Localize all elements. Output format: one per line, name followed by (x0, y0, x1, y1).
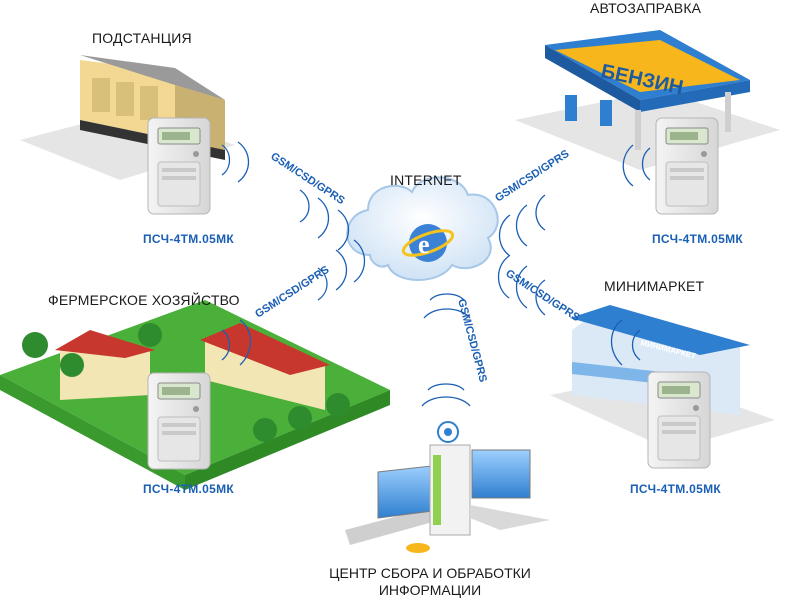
center-label-line2: ИНФОРМАЦИИ (378, 582, 482, 598)
gas-station-label: АВТОЗАПРАВКА (590, 0, 702, 16)
farm-label: ФЕРМЕРСКОЕ ХОЗЯЙСТВО (48, 292, 240, 308)
svg-text:e: e (418, 230, 430, 259)
gas-station-illustration: БЕНЗИН (515, 30, 780, 170)
substation-label: ПОДСТАНЦИЯ (92, 30, 192, 46)
central-station-illustration (345, 421, 550, 553)
internet-cloud: e (346, 176, 499, 281)
link-center-waves (421, 293, 471, 407)
center-label: ЦЕНТР СБОРА И ОБРАБОТКИ ИНФОРМАЦИИ (300, 565, 560, 599)
link-gas-station-label: GSM/CSD/GPRS (493, 148, 571, 205)
link-substation-waves (221, 141, 350, 251)
meter-model-farm: ПСЧ-4ТМ.05МК (143, 482, 235, 496)
link-farm-waves (221, 239, 366, 366)
link-minimarket-label: GSM/CSD/GPRS (503, 267, 581, 324)
meter-model-substation: ПСЧ-4ТМ.05МК (143, 232, 235, 246)
meter-model-minimarket: ПСЧ-4ТМ.05МК (630, 482, 722, 496)
link-gas-station-waves (498, 144, 651, 257)
meter-gas-station (655, 117, 719, 215)
link-farm-label: GSM/CSD/GPRS (253, 264, 331, 321)
meter-model-gas-station: ПСЧ-4ТМ.05МК (652, 232, 744, 246)
internet-explorer-icon: e (401, 224, 455, 262)
meter-substation (147, 117, 211, 215)
meter-farm (147, 372, 211, 470)
hub-label: INTERNET (390, 172, 462, 188)
link-minimarket-waves (497, 255, 641, 366)
meter-minimarket (647, 371, 711, 469)
center-label-line1: ЦЕНТР СБОРА И ОБРАБОТКИ (329, 565, 531, 581)
minimarket-label: МИНИМАРКЕТ (604, 278, 705, 294)
link-center-label: GSM/CSD/GPRS (455, 298, 489, 384)
